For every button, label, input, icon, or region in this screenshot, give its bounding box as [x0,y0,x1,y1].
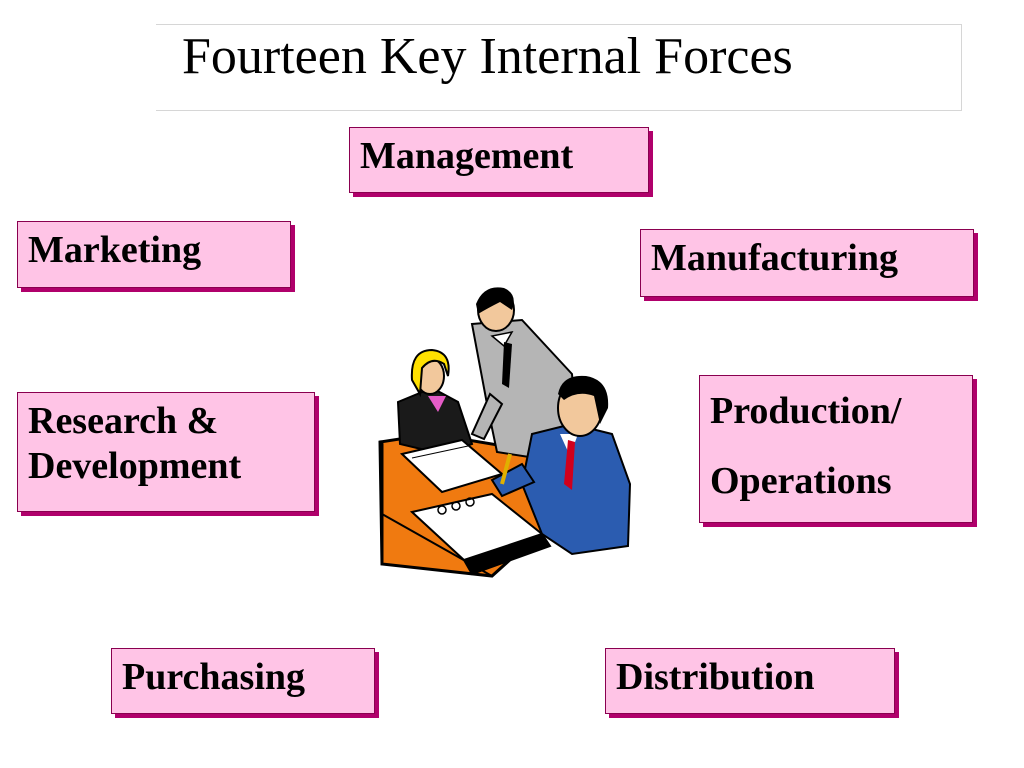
force-box-purchasing: Purchasing [111,648,375,714]
force-label-development: Development [28,444,242,487]
business-meeting-clipart [378,287,632,578]
force-box-research-development: Research & Development [17,392,315,512]
force-label-marketing: Marketing [28,229,202,271]
force-label-operations: Operations [710,460,892,502]
force-box-production-operations: Production/ Operations [699,375,973,523]
force-box-management: Management [349,127,649,193]
slide-title: Fourteen Key Internal Forces [182,28,793,85]
papers-icon [399,438,505,494]
title-frame [156,24,962,111]
force-box-distribution: Distribution [605,648,895,714]
force-label-purchasing: Purchasing [122,656,306,698]
force-label-distribution: Distribution [616,656,815,698]
force-label-production: Production/ [710,390,902,432]
force-label-research: Research & [28,400,219,442]
force-box-manufacturing: Manufacturing [640,229,974,297]
force-label-manufacturing: Manufacturing [651,237,898,279]
force-label-management: Management [360,135,574,177]
force-box-marketing: Marketing [17,221,291,288]
